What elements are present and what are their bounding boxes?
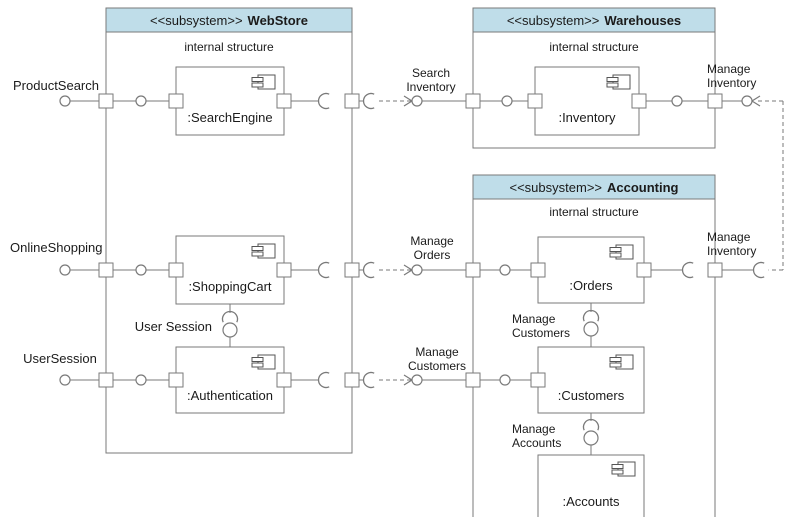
warehouses-name: Warehouses xyxy=(604,12,682,28)
warehouses-internal-label: internal structure xyxy=(549,40,639,54)
port xyxy=(168,262,184,278)
component-icon xyxy=(606,74,631,90)
port xyxy=(465,262,481,278)
connector-manage-customers-label: Manage Customers xyxy=(407,345,466,373)
port xyxy=(465,93,481,109)
ball-icon xyxy=(583,430,599,446)
ball-icon xyxy=(671,95,683,107)
port xyxy=(344,372,360,388)
component-search-engine-label: :SearchEngine xyxy=(187,110,273,125)
accounting-stereotype: <<subsystem>> xyxy=(509,179,603,195)
ball-icon xyxy=(411,264,423,276)
interface-user-session-label: UserSession xyxy=(23,351,97,366)
accounting-internal-label: internal structure xyxy=(549,205,639,219)
socket-icon xyxy=(362,92,375,110)
port xyxy=(707,93,723,109)
component-icon xyxy=(609,244,634,260)
socket-icon xyxy=(681,261,694,279)
component-customers-label: :Customers xyxy=(557,388,625,403)
ports xyxy=(98,93,723,388)
port xyxy=(276,93,292,109)
socket-icon xyxy=(362,261,375,279)
warehouses-header: <<subsystem>> Warehouses xyxy=(473,8,715,32)
interface-product-search-label: ProductSearch xyxy=(13,78,99,93)
component-authentication-label: :Authentication xyxy=(186,388,273,403)
ball-icon xyxy=(59,374,71,386)
port xyxy=(276,262,292,278)
port xyxy=(168,372,184,388)
ball-icon xyxy=(135,374,147,386)
accounting-name: Accounting xyxy=(607,179,679,195)
accounting-header: <<subsystem>> Accounting xyxy=(473,175,715,199)
port xyxy=(98,93,114,109)
port xyxy=(530,262,546,278)
port xyxy=(707,262,723,278)
provided-interface-balls xyxy=(59,95,753,446)
port xyxy=(98,372,114,388)
port xyxy=(168,93,184,109)
warehouses-stereotype: <<subsystem>> xyxy=(506,12,600,28)
port xyxy=(636,262,652,278)
port xyxy=(465,372,481,388)
socket-icon xyxy=(317,261,330,279)
port xyxy=(344,262,360,278)
ball-icon xyxy=(499,374,511,386)
ball-icon xyxy=(59,264,71,276)
required-interface-sockets xyxy=(221,92,765,431)
socket-icon xyxy=(582,309,600,322)
dependency-dashed-lines xyxy=(379,100,784,381)
socket-icon xyxy=(317,371,330,389)
socket-icon xyxy=(221,310,239,323)
subsystem-accounting-frame xyxy=(472,174,716,517)
component-shopping-cart-label: :ShoppingCart xyxy=(188,279,272,294)
ball-icon xyxy=(501,95,513,107)
component-inventory-label: :Inventory xyxy=(558,110,616,125)
ball-icon xyxy=(59,95,71,107)
ball-icon xyxy=(135,264,147,276)
webstore-internal-label: internal structure xyxy=(184,40,274,54)
component-icon xyxy=(609,354,634,370)
ball-icon xyxy=(583,321,599,337)
webstore-stereotype: <<subsystem>> xyxy=(150,12,243,28)
component-accounts-label: :Accounts xyxy=(562,494,620,509)
connector-manage-orders-label: Manage Orders xyxy=(410,234,454,262)
connector-acc-manage-accounts-label: Manage Accounts xyxy=(512,422,562,450)
connector-acc-manage-customers-label: Manage Customers xyxy=(512,312,571,340)
port xyxy=(98,262,114,278)
component-orders-label: :Orders xyxy=(569,278,613,293)
connector-search-inventory-label: Search Inventory xyxy=(406,66,456,94)
port xyxy=(530,372,546,388)
socket-icon xyxy=(317,92,330,110)
port xyxy=(344,93,360,109)
socket-icon xyxy=(752,261,765,279)
component-icon xyxy=(611,461,636,477)
connector-user-session-label: User Session xyxy=(134,319,212,334)
ball-icon xyxy=(411,95,423,107)
connector-lines xyxy=(70,100,754,455)
port xyxy=(276,372,292,388)
ball-icon xyxy=(741,95,753,107)
ball-icon xyxy=(135,95,147,107)
port xyxy=(631,93,647,109)
interface-online-shopping-label: OnlineShopping xyxy=(10,240,103,255)
ball-icon xyxy=(411,374,423,386)
socket-icon xyxy=(582,418,600,431)
port xyxy=(527,93,543,109)
component-icon xyxy=(251,243,276,259)
component-icon xyxy=(251,354,276,370)
webstore-header: <<subsystem>> WebStore xyxy=(106,8,352,32)
ball-icon xyxy=(499,264,511,276)
connector-manage-inventory-right-label: Manage Inventory xyxy=(707,230,757,258)
connector-manage-inventory-top-label: Manage Inventory xyxy=(707,62,757,90)
ball-icon xyxy=(222,322,238,338)
webstore-name: WebStore xyxy=(247,12,308,28)
component-icon xyxy=(251,74,276,90)
socket-icon xyxy=(362,371,375,389)
